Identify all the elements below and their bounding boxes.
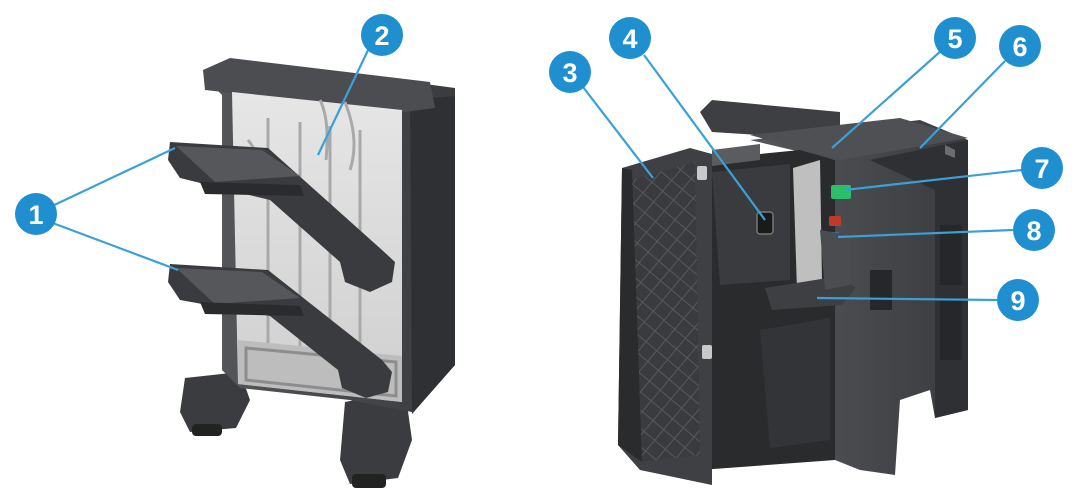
leader-3 bbox=[582, 86, 654, 179]
callout-4-label: 4 bbox=[622, 24, 637, 54]
finisher-open-view bbox=[618, 100, 968, 485]
leader-4 bbox=[643, 54, 766, 221]
leader-9 bbox=[816, 296, 998, 302]
leader-lines bbox=[49, 45, 1023, 302]
callout-3-label: 3 bbox=[562, 58, 577, 88]
door-hinge-bottom bbox=[702, 345, 712, 359]
callouts: 1 2 3 4 5 6 7 8 bbox=[15, 14, 1063, 321]
callout-6-label: 6 bbox=[1012, 32, 1027, 62]
callout-2: 2 bbox=[361, 14, 403, 56]
left-foot bbox=[180, 372, 250, 432]
right-foot-wheel bbox=[352, 474, 386, 488]
right-foot bbox=[340, 390, 412, 484]
callout-7-label: 7 bbox=[1034, 154, 1049, 184]
leader-2 bbox=[317, 45, 371, 156]
leader-7 bbox=[844, 168, 1023, 192]
door-hinge-top bbox=[697, 166, 707, 180]
lower-output-tray bbox=[168, 264, 392, 398]
leader-8 bbox=[837, 228, 1014, 239]
finisher-top-cap bbox=[203, 58, 435, 112]
callout-6: 6 bbox=[999, 25, 1041, 67]
callout-4: 4 bbox=[609, 17, 651, 59]
callout-9-label: 9 bbox=[1010, 286, 1025, 316]
red-lever bbox=[829, 216, 841, 226]
finisher-front-view bbox=[168, 58, 455, 488]
callout-5-label: 5 bbox=[947, 24, 962, 54]
staple-cartridge bbox=[756, 211, 774, 235]
callout-8: 8 bbox=[1013, 209, 1055, 251]
finisher-side-panel bbox=[410, 96, 455, 414]
leader-1b bbox=[49, 220, 179, 272]
left-foot-wheel bbox=[192, 424, 222, 436]
callout-7: 7 bbox=[1021, 147, 1063, 189]
callout-5: 5 bbox=[934, 17, 976, 59]
callout-8-label: 8 bbox=[1026, 216, 1041, 246]
leader-6 bbox=[919, 60, 1006, 149]
callout-2-label: 2 bbox=[374, 21, 389, 51]
leader-1a bbox=[49, 147, 176, 208]
callout-9: 9 bbox=[997, 279, 1039, 321]
callout-3: 3 bbox=[549, 51, 591, 93]
callout-1-label: 1 bbox=[28, 200, 43, 230]
upper-output-tray bbox=[168, 142, 395, 292]
callout-1: 1 bbox=[15, 193, 57, 235]
green-lever bbox=[831, 185, 851, 199]
leader-5 bbox=[831, 49, 943, 149]
